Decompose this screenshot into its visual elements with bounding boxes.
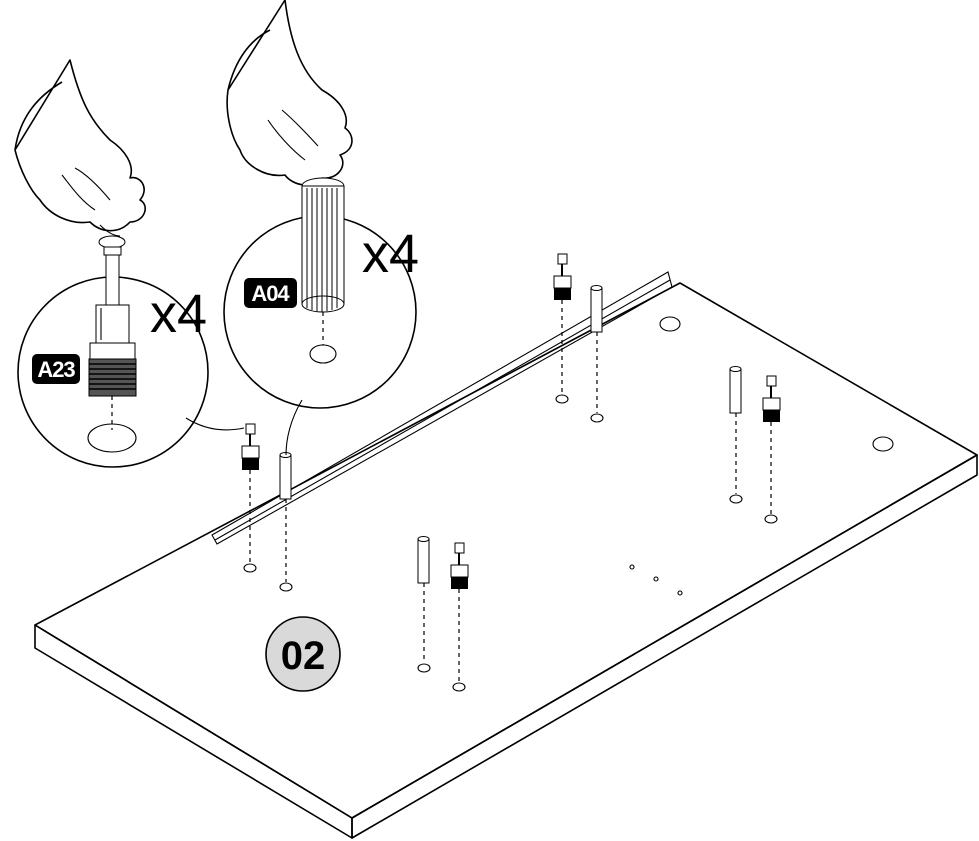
part-label-a23: A23: [32, 354, 80, 384]
step-badge: 02: [265, 616, 341, 692]
cam-bolt-a23-4: [450, 542, 469, 692]
cam-bolt-a23-2: [553, 253, 572, 404]
part-label-a04-text: A04: [251, 281, 290, 306]
detail-callout-a04: [223, 0, 417, 456]
detail-callout-a23: [14, 59, 245, 468]
dowel-a04-2: [590, 285, 604, 423]
quantity-a04: x4: [362, 224, 419, 284]
board-panel: [34, 271, 978, 839]
quantity-a23: x4: [150, 284, 207, 344]
part-label-a04: A04: [244, 278, 297, 308]
cam-bolt-a23-3: [762, 375, 781, 524]
dowel-a04-3: [729, 366, 743, 504]
cam-bolt-a23-1: [241, 423, 260, 573]
part-label-a23-text: A23: [37, 357, 75, 382]
dowel-a04-4: [417, 536, 431, 673]
step-number: 02: [281, 634, 326, 678]
dowel-a04-1: [279, 452, 293, 592]
